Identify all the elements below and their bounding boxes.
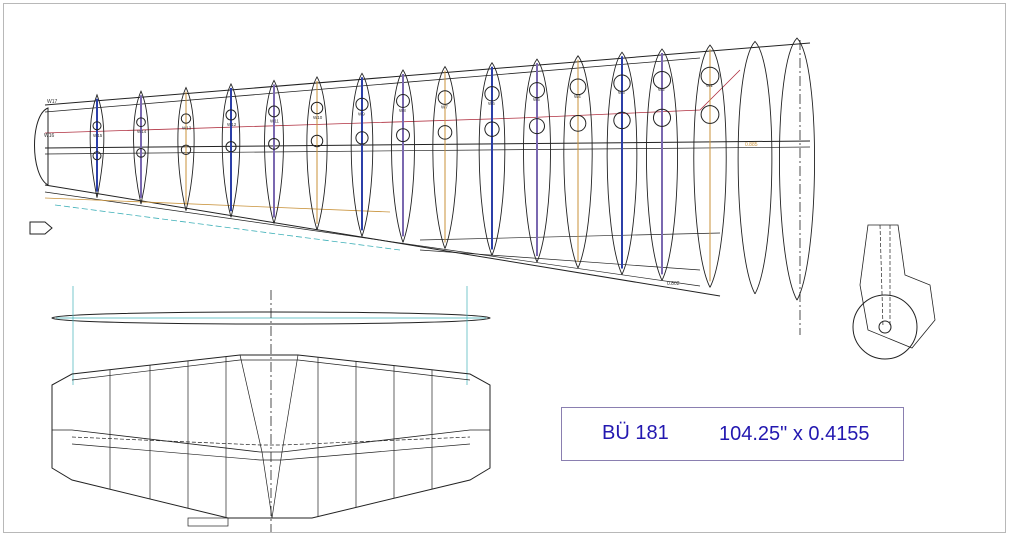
lightening-hole <box>310 134 324 148</box>
dimension-label: 0.885 <box>745 142 758 148</box>
lightening-hole <box>437 90 453 105</box>
lightening-hole <box>136 117 146 128</box>
lightening-hole <box>225 109 237 121</box>
lightening-hole <box>180 144 192 155</box>
rib-label: W2 <box>658 87 665 92</box>
rib-label: W9 <box>358 111 365 116</box>
wing-rib <box>737 40 773 295</box>
wing-rib <box>563 55 593 269</box>
rib-label: W4 <box>574 94 581 99</box>
aileron-cable-line <box>44 69 741 134</box>
wing-rib <box>89 93 105 198</box>
wing-rib <box>306 76 328 230</box>
scale-text: 104.25" x 0.4155 <box>719 423 870 445</box>
lightening-hole <box>613 74 631 92</box>
strut-line <box>879 224 884 328</box>
wheel-icon <box>852 294 918 360</box>
hinge-dashed-line <box>71 436 471 446</box>
elevator-horn <box>187 517 229 527</box>
orange-guide-line <box>44 197 391 213</box>
lightening-hole <box>92 121 102 131</box>
title-block: BÜ 181 104.25" x 0.4155 <box>561 407 904 461</box>
lightening-hole <box>396 128 410 143</box>
lightening-hole <box>652 108 672 127</box>
rib-label: W7 <box>441 105 448 110</box>
lightening-hole <box>569 78 587 96</box>
lightening-hole <box>310 101 324 115</box>
wing-rib <box>606 51 638 275</box>
lightening-hole <box>355 131 369 145</box>
lightening-hole <box>180 113 192 124</box>
lightening-hole <box>396 94 410 108</box>
rib-label: W16 <box>44 133 55 139</box>
dimension-label: 0.802 <box>667 281 680 287</box>
rib-label: W3 <box>618 90 625 95</box>
wing-rib <box>350 72 374 237</box>
wing-rib <box>693 44 727 288</box>
lightening-hole <box>484 86 500 102</box>
tailplane-airfoil <box>51 311 491 325</box>
rib-label: W10 <box>313 115 323 120</box>
lightening-hole <box>529 118 545 135</box>
wing-rib <box>221 82 241 218</box>
lightening-hole <box>268 105 280 118</box>
wing-rib <box>478 62 506 256</box>
wing-rib <box>177 86 195 211</box>
root-rib-w17 <box>34 107 49 186</box>
rib-label: W6 <box>488 101 495 106</box>
gear-fairing <box>859 224 936 349</box>
lightening-hole <box>484 121 500 137</box>
model-name: BÜ 181 <box>602 422 669 444</box>
lightening-hole <box>700 66 720 86</box>
rib-label: W5 <box>533 97 540 102</box>
wing-rib <box>432 65 458 249</box>
lightening-hole <box>268 137 280 150</box>
main-spar-line-2 <box>44 146 811 155</box>
lightening-hole <box>92 151 102 161</box>
lightening-hole <box>569 115 587 132</box>
lightening-hole <box>225 141 237 153</box>
main-spar-line <box>44 140 811 149</box>
leading-edge-line <box>44 42 811 106</box>
leading-edge-inner-line <box>44 57 701 113</box>
rib-label: W13 <box>182 126 192 131</box>
wing-rib <box>646 48 678 281</box>
rib-label: W14 <box>137 129 147 134</box>
tail-leading-edge-inner <box>71 359 471 381</box>
lightening-hole <box>437 125 453 140</box>
rib-label: W15 <box>93 133 103 138</box>
rib-label: W12 <box>227 122 237 127</box>
rib-label: W11 <box>270 118 279 123</box>
wing-rib <box>779 37 815 301</box>
rib-label: W8 <box>399 108 406 113</box>
center-section-lines <box>239 354 299 519</box>
trailing-edge-inner-line <box>44 191 701 287</box>
tailplane-view <box>51 286 491 532</box>
wing-rib <box>133 90 149 205</box>
aileron-line <box>419 249 701 271</box>
lightening-hole <box>652 70 672 90</box>
elevator-hinge-line <box>52 429 490 453</box>
wing-rib <box>391 69 415 243</box>
wheel-hub <box>878 320 892 334</box>
elevator-line <box>71 443 471 461</box>
drawing-frame <box>3 3 1006 533</box>
lightening-hole <box>529 82 545 99</box>
wing-rib <box>523 58 551 263</box>
cyan-dashed-line <box>54 204 401 251</box>
tip-block <box>29 221 53 235</box>
lightening-hole <box>355 97 369 111</box>
landing-gear-detail <box>852 224 936 360</box>
lightening-hole <box>613 111 631 130</box>
lightening-hole <box>136 147 146 158</box>
rib-label: W1 <box>706 83 713 88</box>
rib-label: W17 <box>47 99 58 105</box>
lightening-hole <box>700 105 720 124</box>
wing-rib <box>264 79 284 224</box>
